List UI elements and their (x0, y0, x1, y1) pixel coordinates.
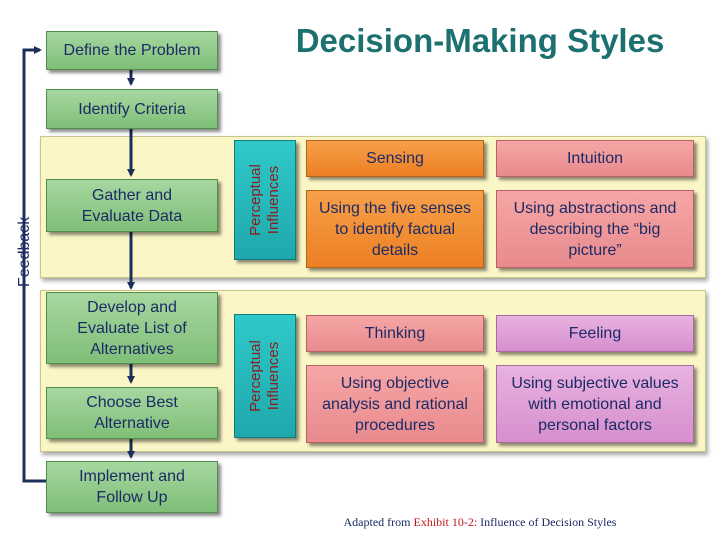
perceptual-influences-box-bottom: Perceptual Influences (234, 314, 296, 438)
step-identify-criteria-label: Identify Criteria (78, 100, 186, 118)
feedback-loop-line (22, 46, 46, 483)
style-intuition-label: Intuition (566, 150, 624, 167)
style-feeling-header: Feeling (496, 315, 694, 352)
page-title: Decision-Making Styles (295, 22, 665, 59)
style-sensing-header: Sensing (306, 140, 484, 177)
perceptual-influences-label-bottom: Perceptual Influences (247, 340, 282, 412)
step-develop-alternatives: Develop and Evaluate List of Alternative… (46, 292, 218, 364)
style-feeling-description-box: Using subjective values with emotional a… (496, 365, 694, 443)
credit-prefix: Adapted from (343, 515, 414, 529)
source-credit: Adapted from Exhibit 10-2: Influence of … (300, 515, 660, 530)
style-sensing-label: Sensing (366, 150, 424, 167)
step-develop-alternatives-label: Develop and Evaluate List of Alternative… (77, 298, 187, 358)
step-define-problem: Define the Problem (46, 31, 218, 70)
credit-exhibit: Exhibit 10-2: (413, 515, 478, 529)
style-thinking-description-box: Using objective analysis and rational pr… (306, 365, 484, 443)
style-intuition-description: Using abstractions and describing the “b… (513, 199, 677, 259)
style-feeling-label: Feeling (568, 325, 622, 342)
style-intuition-header: Intuition (496, 140, 694, 177)
style-thinking-header: Thinking (306, 315, 484, 352)
step-choose-best: Choose Best Alternative (46, 387, 218, 439)
step-implement-follow-up: Implement and Follow Up (46, 461, 218, 513)
feedback-label: Feedback (16, 216, 33, 287)
credit-suffix: Influence of Decision Styles (477, 515, 617, 529)
style-sensing-description: Using the five senses to identify factua… (318, 199, 472, 259)
perceptual-influences-label-top: Perceptual Influences (247, 164, 282, 236)
step-gather-evaluate-data: Gather and Evaluate Data (46, 179, 218, 232)
perceptual-influences-box-top: Perceptual Influences (234, 140, 296, 260)
style-thinking-label: Thinking (364, 325, 426, 342)
style-sensing-description-box: Using the five senses to identify factua… (306, 190, 484, 268)
step-implement-follow-up-label: Implement and Follow Up (79, 468, 185, 506)
style-intuition-description-box: Using abstractions and describing the “b… (496, 190, 694, 268)
step-define-problem-label: Define the Problem (63, 42, 201, 59)
step-identify-criteria: Identify Criteria (46, 89, 218, 129)
step-choose-best-label: Choose Best Alternative (86, 394, 178, 432)
style-thinking-description: Using objective analysis and rational pr… (322, 374, 468, 434)
style-feeling-description: Using subjective values with emotional a… (511, 374, 679, 434)
step-gather-evaluate-data-label: Gather and Evaluate Data (81, 186, 183, 225)
